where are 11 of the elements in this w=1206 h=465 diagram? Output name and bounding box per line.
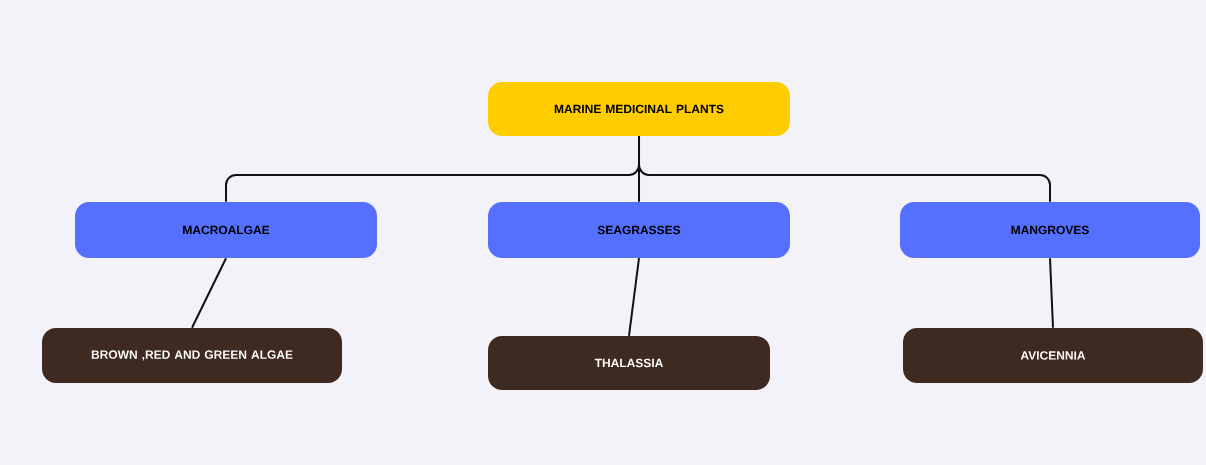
example-box: AVICENNIA: [903, 328, 1203, 383]
root-box: MARINE MEDICINAL PLANTS: [488, 82, 790, 136]
connector-line: [191, 257, 227, 329]
category-box: SEAGRASSES: [488, 202, 790, 258]
connector-line: [1049, 257, 1054, 329]
category-box: MANGROVES: [900, 202, 1200, 258]
example-box: BROWN ,RED AND GREEN ALGAE: [42, 328, 342, 383]
category-box: MACROALGAE: [75, 202, 377, 258]
connector-line: [628, 257, 640, 337]
connector-line: [638, 135, 1051, 203]
example-box: THALASSIA: [488, 336, 770, 390]
